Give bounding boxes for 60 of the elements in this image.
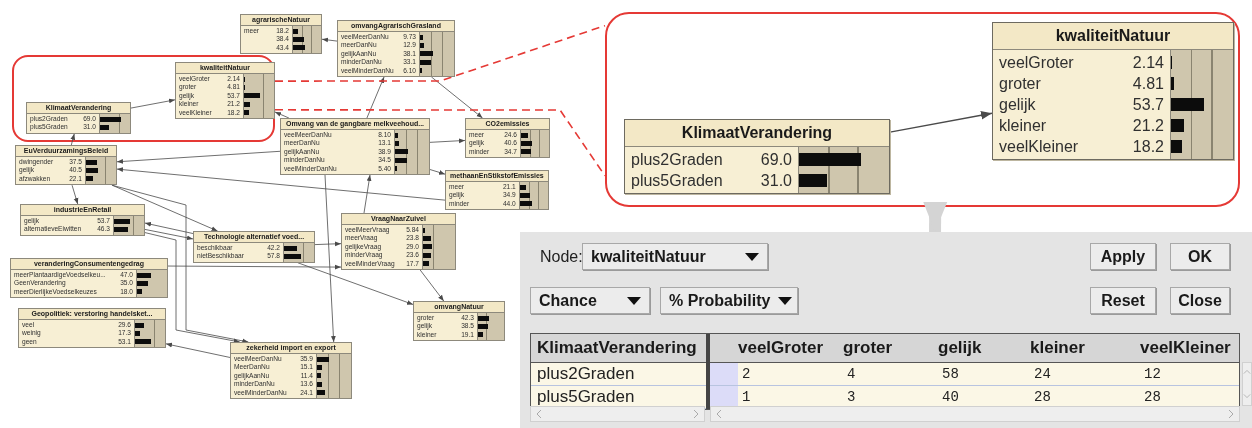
- node-card: [280, 118, 430, 175]
- state-value: 53.7: [1132, 95, 1164, 115]
- state-value: 4.81: [1132, 74, 1164, 94]
- node-select: kwaliteitNatuur: [582, 243, 768, 270]
- state-value: 31.0: [760, 171, 792, 191]
- table-cell: 58: [938, 363, 1030, 386]
- arrow: [923, 201, 948, 233]
- column-header: veelKleiner: [1140, 334, 1239, 363]
- connector-line: [274, 24, 606, 82]
- table-cell: 2: [738, 363, 843, 386]
- connector-line: [274, 109, 606, 177]
- column-header: veelGroter: [738, 334, 843, 363]
- zoom-panel: [605, 12, 1240, 207]
- column-header: kleiner: [1030, 334, 1140, 363]
- state-name: veelKleiner: [999, 137, 1080, 157]
- state-name: veelGroter: [999, 53, 1075, 73]
- node-card: [445, 170, 549, 211]
- dialog-panel: [520, 232, 1252, 428]
- node-card: [26, 102, 131, 134]
- state-value: 18.2: [1132, 137, 1164, 157]
- table-format-select: % Probability: [660, 287, 798, 314]
- node-title: KlimaatVerandering: [625, 120, 889, 147]
- arrow: [889, 110, 993, 133]
- node-card: [341, 213, 456, 270]
- node-card: [624, 119, 890, 194]
- state-name: kleiner: [999, 116, 1048, 136]
- column-header: groter: [843, 334, 938, 363]
- node-card: [20, 204, 145, 236]
- node-card: [413, 301, 505, 342]
- node-type-select: Chance: [530, 287, 650, 314]
- node-card: [175, 62, 275, 119]
- node-title: kwaliteitNatuur: [993, 23, 1233, 50]
- node-card: [992, 22, 1234, 160]
- node-card: [10, 258, 168, 299]
- row-header: plus2Graden: [531, 363, 706, 386]
- node-card: [240, 14, 322, 55]
- node-card: [15, 145, 117, 186]
- node-card: [337, 20, 455, 77]
- state-value: 69.0: [760, 150, 792, 170]
- table-cell: 4: [843, 363, 938, 386]
- table-cell: 24: [1030, 363, 1140, 386]
- column-header: gelijk: [938, 334, 1030, 363]
- state-value: 2.14: [1132, 53, 1164, 73]
- state-name: gelijk: [999, 95, 1037, 115]
- close-button: Close: [1170, 287, 1230, 314]
- node-card: [465, 118, 550, 159]
- node-card: [18, 308, 166, 349]
- state-name: groter: [999, 74, 1042, 94]
- node-card: [193, 231, 315, 263]
- apply-button: Apply: [1090, 243, 1156, 270]
- node-card: [230, 342, 352, 399]
- state-value: 21.2: [1132, 116, 1164, 136]
- table-cell: 12: [1140, 363, 1239, 386]
- highlight-frame: [12, 55, 275, 142]
- state-name: plus2Graden: [631, 150, 724, 170]
- reset-button: Reset: [1090, 287, 1156, 314]
- state-name: plus5Graden: [631, 171, 724, 191]
- column-header: KlimaatVerandering: [531, 334, 706, 363]
- ok-button: OK: [1170, 243, 1230, 270]
- field-label: Node:: [540, 248, 583, 266]
